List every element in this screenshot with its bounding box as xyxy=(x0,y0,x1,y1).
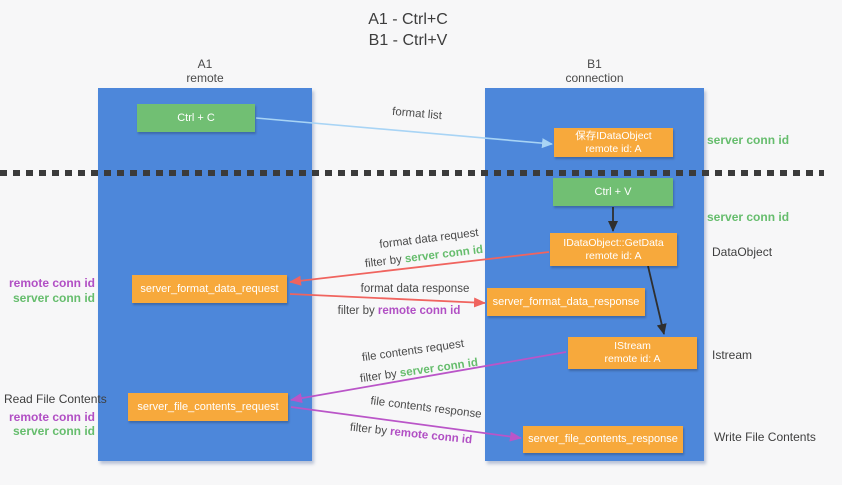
filter-prefix: filter by xyxy=(364,253,406,271)
node-server-file-contents-response: server_file_contents_response xyxy=(523,426,683,453)
label-file-contents-response-filter: filter by remote conn id xyxy=(349,422,472,447)
column-header-b1: B1 connection xyxy=(485,57,704,85)
column-b1-name: B1 xyxy=(587,57,602,71)
node-istream-line2: remote id: A xyxy=(604,353,661,365)
node-save-idataobject-line2: remote id: A xyxy=(585,142,642,155)
node-idataobject-getdata-line2: remote id: A xyxy=(585,249,642,262)
node-server-format-data-response-label: server_format_data_response xyxy=(492,295,640,308)
column-b1-subtitle: connection xyxy=(565,71,624,85)
filter-prefix: filter by xyxy=(337,305,378,317)
left-label-server-conn-id-1: server conn id xyxy=(12,291,95,305)
node-ctrl-v: Ctrl + V xyxy=(553,178,673,206)
node-save-idataobject-line1: 保存IDataObject xyxy=(575,129,652,142)
left-label-remote-conn-id-1: remote conn id xyxy=(8,276,95,290)
filter-prefix: filter by xyxy=(359,367,401,386)
label-format-data-response-filter: filter by remote conn id xyxy=(338,305,461,317)
diagram-title: A1 - Ctrl+C B1 - Ctrl+V xyxy=(0,9,816,51)
right-label-write-file-contents: Write File Contents xyxy=(714,430,816,444)
node-ctrl-c-label: Ctrl + C xyxy=(177,111,215,124)
left-label-read-file-contents: Read File Contents xyxy=(4,392,107,406)
filter-key-remote-conn-id: remote conn id xyxy=(389,425,473,447)
filter-prefix: filter by xyxy=(349,421,391,438)
node-istream: IStream remote id: A xyxy=(568,337,697,369)
label-format-data-response: format data response xyxy=(360,283,470,295)
filter-key-server-conn-id: server conn id xyxy=(404,243,484,266)
node-server-file-contents-response-label: server_file_contents_response xyxy=(528,433,678,445)
title-line-2: B1 - Ctrl+V xyxy=(368,32,448,49)
label-format-list: format list xyxy=(391,105,443,123)
node-ctrl-v-label: Ctrl + V xyxy=(594,185,632,198)
node-server-format-data-request: server_format_data_request xyxy=(132,275,287,303)
filter-key-remote-conn-id: remote conn id xyxy=(377,305,461,317)
node-server-file-contents-request-label: server_file_contents_request xyxy=(137,400,279,413)
title-line-1: A1 - Ctrl+C xyxy=(368,11,448,28)
left-label-server-conn-id-2: server conn id xyxy=(12,424,95,438)
left-label-remote-conn-id-2: remote conn id xyxy=(8,410,95,424)
label-file-contents-response: file contents response xyxy=(369,395,483,421)
right-label-dataobject: DataObject xyxy=(712,245,773,259)
node-idataobject-getdata: IDataObject::GetData remote id: A xyxy=(550,233,677,266)
dotted-separator-line xyxy=(0,170,824,176)
column-header-a1: A1 remote xyxy=(98,57,312,85)
node-server-format-data-response: server_format_data_response xyxy=(487,288,645,316)
arrow-format-data-response xyxy=(289,293,486,308)
node-ctrl-c: Ctrl + C xyxy=(137,104,255,132)
node-save-idataobject: 保存IDataObject remote id: A xyxy=(554,128,673,157)
column-a1-name: A1 xyxy=(197,57,213,71)
right-label-istream: Istream xyxy=(712,348,753,362)
node-istream-line1: IStream xyxy=(614,340,651,352)
filter-key-server-conn-id: server conn id xyxy=(399,356,479,380)
column-a1-subtitle: remote xyxy=(186,71,224,85)
right-label-server-conn-id-2: server conn id xyxy=(707,210,790,224)
right-label-server-conn-id-1: server conn id xyxy=(707,133,790,147)
node-server-format-data-request-label: server_format_data_request xyxy=(140,282,279,295)
node-server-file-contents-request: server_file_contents_request xyxy=(128,393,288,421)
node-idataobject-getdata-line1: IDataObject::GetData xyxy=(563,236,664,249)
